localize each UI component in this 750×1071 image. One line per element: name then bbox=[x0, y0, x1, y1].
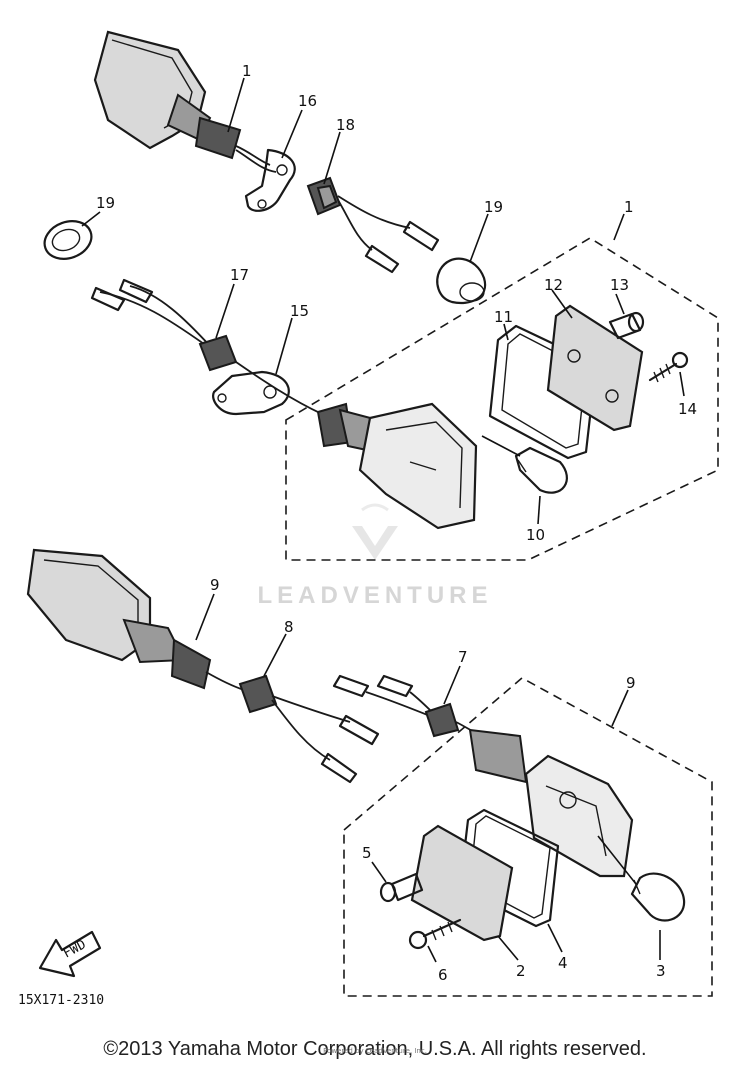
cap-19-right bbox=[436, 257, 487, 305]
screw-6 bbox=[408, 918, 462, 950]
callout-18: 18 bbox=[336, 116, 355, 134]
turn-signal-bottom-right bbox=[468, 728, 634, 878]
grommet-8 bbox=[238, 674, 380, 784]
bulb-10 bbox=[481, 435, 568, 494]
screw-5 bbox=[379, 872, 424, 903]
lens-12 bbox=[546, 304, 644, 432]
assembly-box-1 bbox=[285, 237, 719, 561]
callout-14: 14 bbox=[678, 400, 697, 418]
callout-leaders bbox=[81, 77, 685, 963]
callout-4: 4 bbox=[558, 954, 568, 972]
callout-11: 11 bbox=[494, 308, 513, 326]
assembly-box-9 bbox=[343, 677, 713, 997]
part-code: 15X171-2310 bbox=[18, 993, 104, 1008]
grommet-17 bbox=[90, 278, 238, 372]
callout-15: 15 bbox=[290, 302, 309, 320]
callout-1-top-left: 1 bbox=[242, 62, 252, 80]
callout-19-left: 19 bbox=[96, 194, 115, 212]
callout-19-right: 19 bbox=[484, 198, 503, 216]
callout-8: 8 bbox=[284, 618, 294, 636]
bulb-3 bbox=[597, 835, 686, 922]
callout-13: 13 bbox=[610, 276, 629, 294]
callout-1-right: 1 bbox=[624, 198, 634, 216]
lens-2 bbox=[410, 824, 514, 942]
grommet-18 bbox=[306, 176, 440, 274]
screw-14 bbox=[648, 351, 689, 383]
callout-9-left: 9 bbox=[210, 576, 220, 594]
callout-5: 5 bbox=[362, 844, 372, 862]
callout-16: 16 bbox=[298, 92, 317, 110]
turn-signal-bottom-left bbox=[26, 548, 245, 691]
bracket-16 bbox=[244, 148, 296, 212]
copyright-footer: ©2013 Yamaha Motor Corporation, U.S.A. A… bbox=[103, 1038, 647, 1060]
grommet-7 bbox=[332, 674, 479, 738]
watermark-text: LEADVENTURE bbox=[257, 582, 492, 609]
callout-10: 10 bbox=[526, 526, 545, 544]
callout-7: 7 bbox=[458, 648, 468, 666]
callout-6: 6 bbox=[438, 966, 448, 984]
callout-12: 12 bbox=[544, 276, 563, 294]
callout-9-right: 9 bbox=[626, 674, 636, 692]
screw-13 bbox=[608, 311, 645, 340]
callout-17: 17 bbox=[230, 266, 249, 284]
cap-19-left bbox=[43, 220, 93, 260]
turn-signal-top-left bbox=[93, 30, 277, 173]
callout-2: 2 bbox=[516, 962, 526, 980]
bracket-15 bbox=[212, 361, 323, 416]
powered-by-text: Powered by LeadVenture, Inc. bbox=[323, 1047, 427, 1055]
turn-signal-top-right bbox=[316, 402, 478, 530]
gasket-11 bbox=[488, 324, 598, 460]
leadventure-watermark-logo bbox=[352, 503, 398, 560]
callout-3: 3 bbox=[656, 962, 666, 980]
fwd-arrow-icon: FWD bbox=[38, 930, 102, 978]
